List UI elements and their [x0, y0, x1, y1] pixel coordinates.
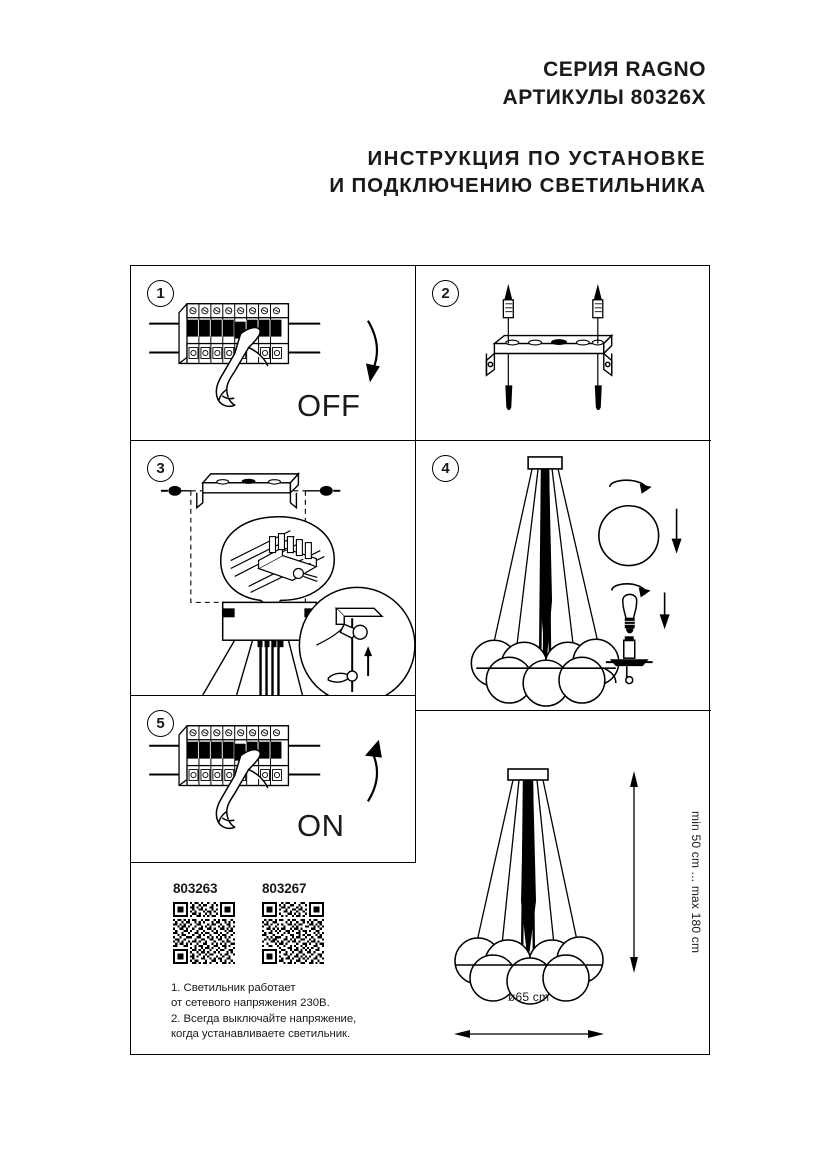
qr-code-item: 803263	[173, 881, 235, 964]
step-5-caption: ON	[297, 808, 345, 843]
page-title: ИНСТРУКЦИЯ ПО УСТАНОВКЕ И ПОДКЛЮЧЕНИЮ СВ…	[0, 145, 706, 199]
header-block: СЕРИЯ RAGNO АРТИКУЛЫ 80326X	[0, 56, 706, 112]
step-number-badge: 1	[147, 280, 174, 307]
step-number-badge: 4	[432, 455, 459, 482]
dimension-drawing-panel: min 50 cm ... max 180 cm ø65 cm	[416, 711, 711, 1056]
product-info-panel: 803263	[131, 863, 416, 1056]
note-line: 1. Светильник работает	[171, 982, 296, 994]
title-line-1: ИНСТРУКЦИЯ ПО УСТАНОВКЕ	[367, 147, 706, 170]
step-number-badge: 2	[432, 280, 459, 307]
step-panel-4: 4	[416, 441, 711, 711]
instruction-panel-grid: 1	[130, 265, 711, 1056]
step-1-caption: OFF	[297, 388, 361, 423]
step-number-badge: 3	[147, 455, 174, 482]
ceiling-plate-wiring-illustration	[160, 472, 415, 695]
safety-notes: 1. Светильник работает от сетевого напря…	[171, 981, 411, 1043]
chandelier-dimension-illustration	[454, 768, 638, 1038]
qr-code-label: 803267	[262, 881, 307, 896]
article-line: АРТИКУЛЫ 80326X	[502, 86, 706, 109]
step-panel-3: 3	[131, 441, 416, 696]
step-panel-2: 2	[416, 266, 711, 441]
circuit-breaker-off-illustration	[149, 303, 380, 408]
step-number-badge: 5	[147, 710, 174, 737]
chandelier-assembly-illustration	[470, 456, 682, 707]
note-line: когда устанавливаете светильник.	[171, 1028, 351, 1041]
qr-code-item: 803267	[262, 881, 324, 964]
qr-code-icon[interactable]	[262, 902, 324, 964]
title-line-2: И ПОДКЛЮЧЕНИЮ СВЕТИЛЬНИКА	[329, 174, 706, 197]
step-panel-1: 1	[131, 266, 416, 441]
diameter-dimension-label: ø65 cm	[508, 990, 550, 1004]
note-line: от сетевого напряжения 230В.	[171, 997, 330, 1010]
height-dimension-label: min 50 cm ... max 180 cm	[689, 811, 703, 954]
qr-code-icon[interactable]	[173, 902, 235, 964]
mounting-bracket-illustration	[485, 283, 614, 411]
step-panel-5: 5	[131, 696, 416, 863]
note-line: 2. Всегда выключайте напряжение,	[171, 1012, 357, 1025]
qr-code-group: 803263	[173, 881, 324, 964]
qr-code-label: 803263	[173, 881, 218, 896]
circuit-breaker-on-illustration	[149, 725, 382, 830]
series-line: СЕРИЯ RAGNO	[543, 58, 706, 81]
